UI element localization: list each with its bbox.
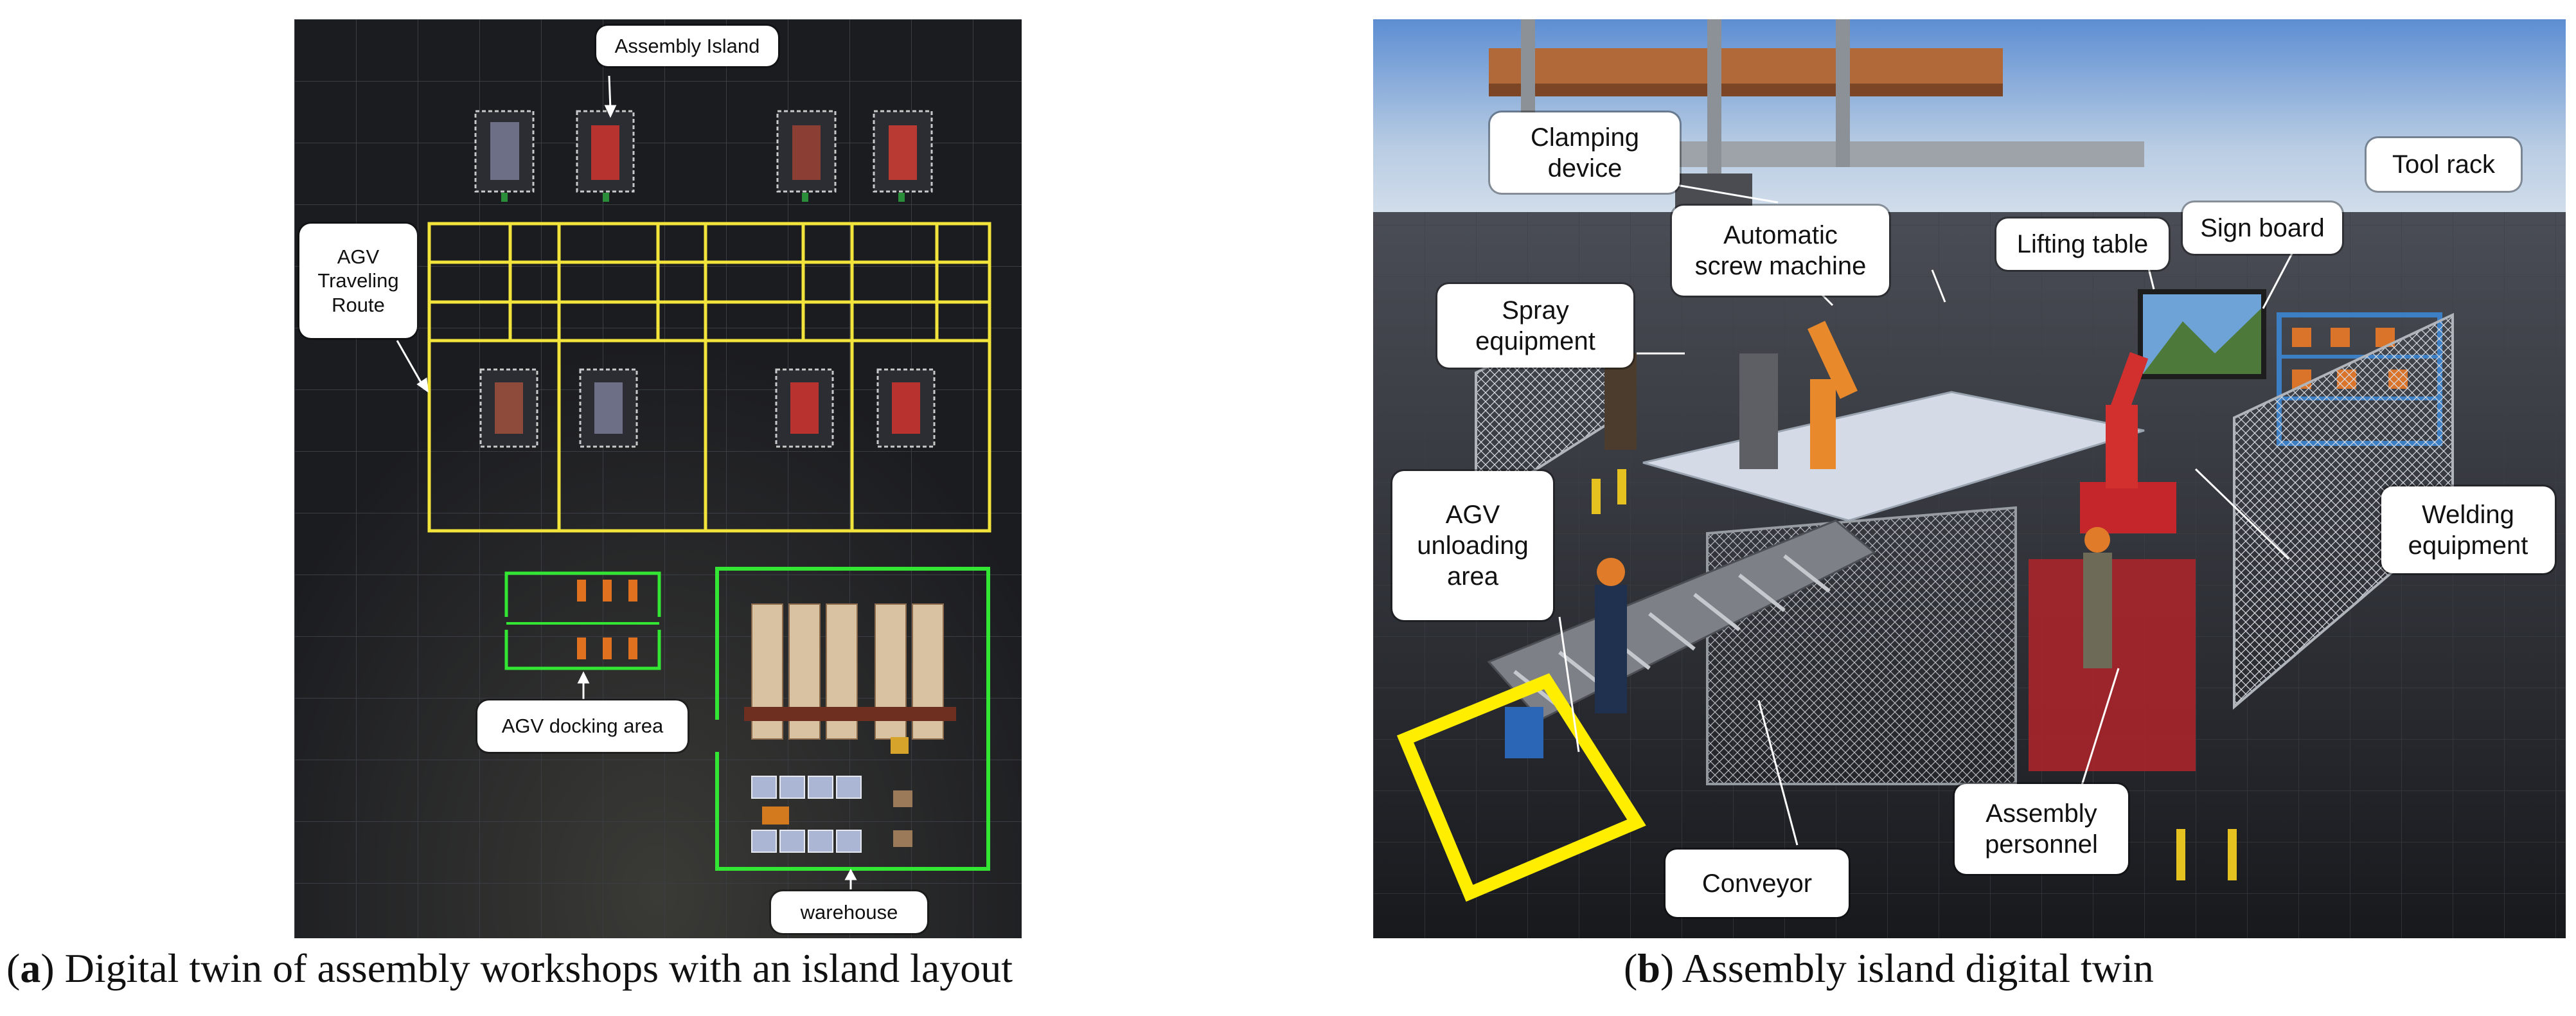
workshop-layout-panel: Assembly Island AGV Traveling Route AGV … xyxy=(294,19,1022,938)
agv-unloading-zone xyxy=(1396,673,1646,902)
caption-a: (a) Digital twin of assembly workshops w… xyxy=(6,945,1013,991)
label-assembly-island: Assembly Island xyxy=(596,26,778,66)
conveyor-belt xyxy=(1487,519,1876,758)
caption-b-letter: b xyxy=(1637,945,1660,991)
screw-robot xyxy=(1739,321,1858,469)
label-agv-route: AGV Traveling Route xyxy=(299,224,417,338)
label-spray-equipment: Spray equipment xyxy=(1437,284,1633,368)
label-assembly-personnel: Assembly personnel xyxy=(1955,784,2128,874)
panel-a-arrows xyxy=(396,75,857,889)
caption-b-text: Assembly island digital twin xyxy=(1674,945,2154,991)
label-sign-board: Sign board xyxy=(2183,202,2342,254)
label-agv-docking-area: AGV docking area xyxy=(477,700,688,752)
caption-a-text: Digital twin of assembly workshops with … xyxy=(54,945,1013,991)
assembly-workers xyxy=(1595,353,2112,713)
label-warehouse: warehouse xyxy=(771,891,927,933)
label-automatic-screw-machine: Automatic screw machine xyxy=(1672,206,1889,296)
label-clamping-device: Clamping device xyxy=(1490,112,1680,193)
warehouse-area xyxy=(715,567,990,871)
label-conveyor: Conveyor xyxy=(1666,850,1849,917)
workshop-layout-scene xyxy=(294,19,1022,938)
label-tool-rack: Tool rack xyxy=(2367,138,2521,191)
label-agv-unloading-area: AGV unloading area xyxy=(1392,471,1553,620)
caption-a-letter: a xyxy=(20,945,41,991)
bottom-assembly-islands xyxy=(479,368,936,448)
sign-board xyxy=(2138,289,2266,379)
agv-docking-area xyxy=(504,571,661,670)
caption-b: (b) Assembly island digital twin xyxy=(1624,945,2154,991)
label-lifting-table: Lifting table xyxy=(1996,218,2169,270)
lifting-table-surface xyxy=(1642,391,2145,522)
top-assembly-islands xyxy=(474,110,933,202)
assembly-island-panel: Clamping device Tool rack Automatic scre… xyxy=(1373,19,2566,938)
agv-route-lines xyxy=(427,222,991,533)
label-welding-equipment: Welding equipment xyxy=(2381,486,2555,573)
yellow-barrier-posts xyxy=(1592,469,2237,880)
